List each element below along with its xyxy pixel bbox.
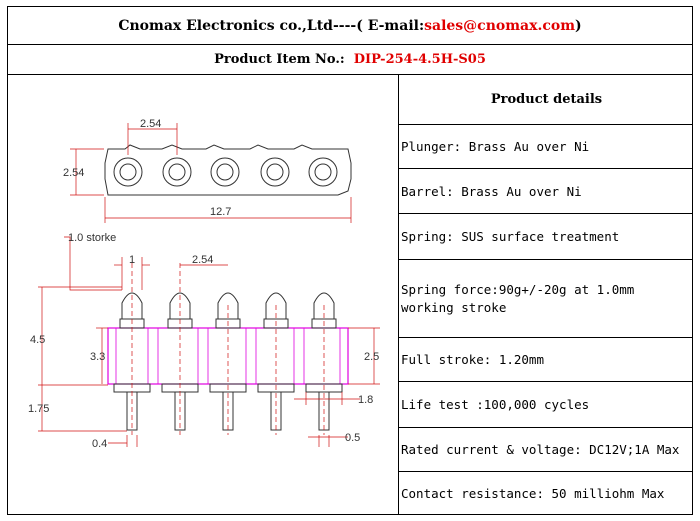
hole-4-outer <box>260 157 290 187</box>
detail-row-spring-force: Spring force:90g+/-20g at 1.0mm working … <box>399 260 692 338</box>
product-item-row: Product Item No.: DIP-254-4.5H-S05 <box>8 44 692 75</box>
dim-1-label: 1 <box>129 254 135 266</box>
hole-1-inner <box>119 163 137 181</box>
dim-4-5-label: 4.5 <box>30 334 45 346</box>
front-pitch-label: 2.54 <box>192 254 213 266</box>
product-details-panel: Product details Plunger: Brass Au over N… <box>399 75 692 514</box>
top-view-holes <box>113 157 338 187</box>
front-view <box>38 236 380 447</box>
detail-row-full-stroke: Full stroke: 1.20mm <box>399 338 692 382</box>
product-item-label: Product Item No.: <box>214 51 345 67</box>
spec-sheet: Cnomax Electronics co.,Ltd----( E-mail: … <box>7 6 693 515</box>
header-separator: ----( E-mail: <box>332 17 425 34</box>
hole-3-inner <box>216 163 234 181</box>
hole-2-outer <box>162 157 192 187</box>
dim-3-3-label: 3.3 <box>90 351 105 363</box>
hole-4-inner <box>266 163 284 181</box>
top-pitch-label: 2.54 <box>140 118 161 130</box>
details-title: Product details <box>399 75 692 125</box>
hole-5-inner <box>314 163 332 181</box>
top-view <box>70 123 352 223</box>
detail-row-contact: Contact resistance: 50 milliohm Max <box>401 485 665 501</box>
dim-0-5-label: 0.5 <box>345 432 360 444</box>
email-link[interactable]: sales@cnomax.com <box>424 17 576 34</box>
detail-row-rated: Rated current & voltage: DC12V;1A Max <box>399 428 692 472</box>
dim-1-75-label: 1.75 <box>28 403 49 415</box>
dim-1-8-label: 1.8 <box>358 394 373 406</box>
technical-drawing: 2.54 2.54 12.7 <box>8 75 399 514</box>
detail-row-life-test: Life test :100,000 cycles <box>399 382 692 428</box>
detail-row-plunger: Plunger: Brass Au over Ni <box>399 125 692 169</box>
dim-2-5-label: 2.5 <box>364 351 379 363</box>
drawing-svg: 2.54 2.54 12.7 <box>28 118 380 450</box>
header-close: ) <box>575 17 582 34</box>
company-header: Cnomax Electronics co.,Ltd----( E-mail: … <box>8 7 692 45</box>
stroke-note: 1.0 storke <box>68 232 116 244</box>
top-view-outline <box>104 144 352 196</box>
hole-1-outer <box>113 157 143 187</box>
dim-0-4-label: 0.4 <box>92 438 107 450</box>
hole-3-outer <box>210 157 240 187</box>
product-item-number: DIP-254-4.5H-S05 <box>353 51 486 67</box>
detail-row-barrel: Barrel: Brass Au over Ni <box>399 169 692 214</box>
hole-5-outer <box>308 157 338 187</box>
top-height-label: 2.54 <box>63 167 84 179</box>
hole-2-inner <box>168 163 186 181</box>
company-name: Cnomax Electronics co.,Ltd <box>118 17 333 34</box>
detail-row-spring: Spring: SUS surface treatment <box>399 214 692 260</box>
top-length-label: 12.7 <box>210 206 231 218</box>
